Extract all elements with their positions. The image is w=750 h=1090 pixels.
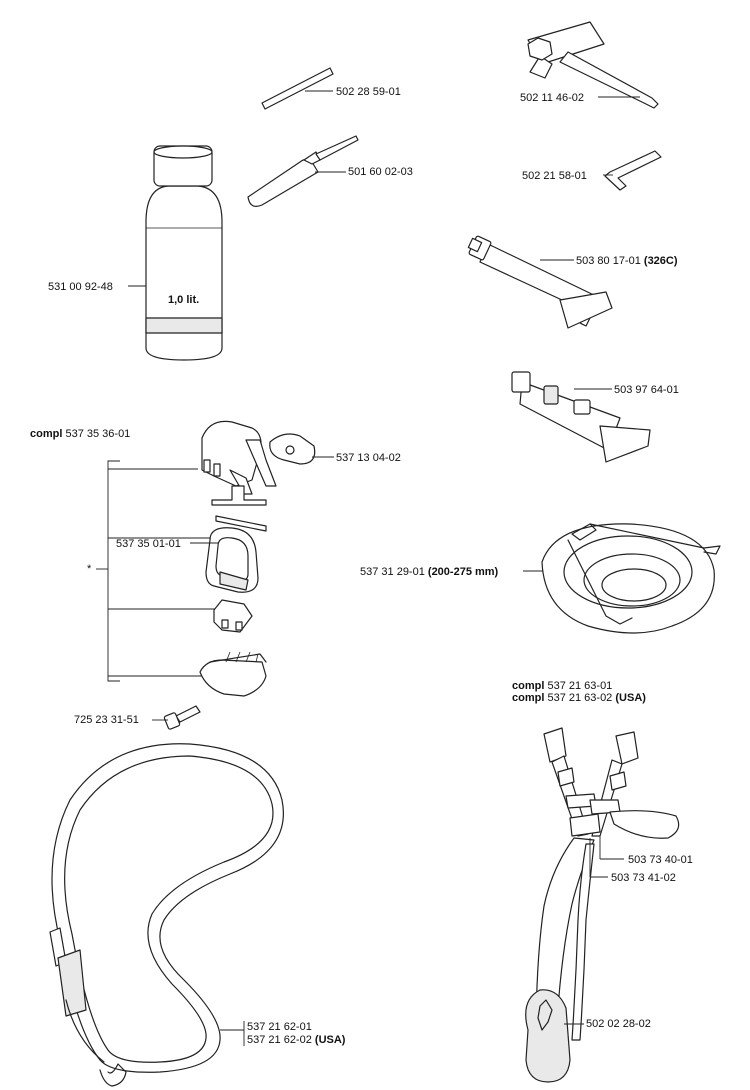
hex-key-drawing [603, 150, 662, 191]
strap-part2-label: 503 73 41-02 [611, 872, 676, 884]
harness-a-prefix: compl [512, 680, 545, 692]
bolt-label: 725 23 31-51 [74, 714, 139, 726]
kit-marker: * [87, 563, 92, 575]
bottle-volume-label: 1,0 lit. [168, 294, 200, 306]
belt-b-label: 537 21 62-02 (USA) [247, 1034, 345, 1046]
guard-label: 537 31 29-01 (200-275 mm) [360, 566, 498, 578]
tube-label: 503 97 64-01 [614, 384, 679, 396]
clip-assembly-drawing [190, 420, 334, 697]
belt-a-label: 537 21 62-01 [247, 1021, 312, 1033]
tube-drawing [511, 371, 651, 463]
guard-drawing [523, 523, 721, 634]
belt-b-number: 537 21 62-02 [247, 1034, 312, 1046]
hex-key-label: 502 21 58-01 [522, 170, 587, 182]
strap-part1-label: 503 73 40-01 [628, 854, 693, 866]
kit-bracket [96, 460, 228, 682]
kit-label: compl 537 35 36-01 [30, 428, 130, 440]
wrench-label: 502 11 46-02 [520, 92, 585, 104]
oil-bottle-drawing [128, 145, 223, 361]
belt-drawing [49, 743, 284, 1087]
belt-b-note: (USA) [314, 1034, 346, 1046]
harness-b-note: (USA) [615, 692, 646, 704]
grease-tube-drawing [467, 235, 613, 329]
kit-prefix: compl [30, 428, 63, 440]
harness-b-number: 537 21 63-02 [547, 692, 613, 704]
clip-cap-label: 537 13 04-02 [336, 452, 401, 464]
screwdriver-label: 501 60 02-03 [348, 166, 413, 178]
d-ring-label: 537 35 01-01 [116, 538, 181, 550]
shoulder-harness-drawing [525, 727, 680, 1083]
screwdriver-drawing [247, 135, 359, 207]
harness-a-number: 537 21 63-01 [547, 680, 613, 692]
harness-a-label: compl 537 21 63-01 [512, 680, 612, 692]
harness-b-prefix: compl [512, 692, 545, 704]
grease-label: 503 80 17-01 (326C) [576, 255, 678, 267]
grease-note: (326C) [643, 255, 678, 267]
bolt-drawing [152, 705, 201, 730]
guard-number: 537 31 29-01 [360, 566, 425, 578]
harness-b-label: compl 537 21 63-02 (USA) [512, 692, 646, 704]
wrench-drawing [527, 21, 659, 109]
guard-note: (200-275 mm) [427, 566, 499, 578]
kit-number: 537 35 36-01 [65, 428, 131, 440]
grease-number: 503 80 17-01 [576, 255, 641, 267]
bottle-label: 531 00 92-48 [48, 281, 113, 293]
rod-drawing [261, 67, 334, 110]
rod-label: 502 28 59-01 [336, 86, 401, 98]
hook-label: 502 02 28-02 [586, 1018, 651, 1030]
